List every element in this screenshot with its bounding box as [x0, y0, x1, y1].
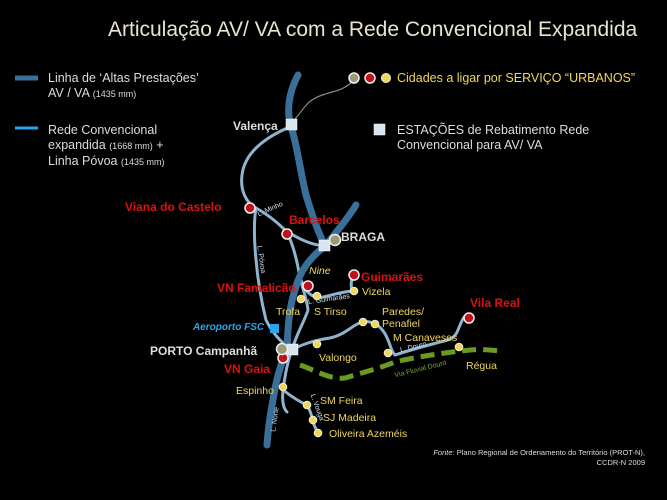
legend-conv-label2: expandida (1668 mm) +	[48, 138, 165, 154]
red-cities	[244, 72, 475, 364]
label-stirso: S Tirso	[314, 306, 347, 318]
label-famalicao: VN Famalicão	[217, 281, 296, 295]
dot-porto	[275, 342, 289, 356]
dot-vilareal	[463, 312, 475, 324]
dot-espinho	[278, 382, 288, 392]
dot-trofa	[296, 294, 306, 304]
label-espinho: Espinho	[236, 385, 274, 397]
legend-station-square	[373, 123, 386, 136]
legend-conv-label1: Rede Convencional	[48, 123, 158, 137]
label-vilareal: Vila Real	[470, 296, 520, 310]
line-vouga	[281, 388, 320, 435]
label-viana: Viana do Castelo	[125, 200, 222, 214]
legend-hs-label: Linha de ‘Altas Prestações’	[48, 71, 199, 85]
source-text: Plano Regional de Ordenamento do Territó…	[456, 448, 645, 457]
dot-vizela	[349, 286, 359, 296]
label-penafiel: Penafiel	[382, 318, 420, 330]
conventional-network	[240, 124, 471, 435]
dot-valongo	[312, 339, 322, 349]
legend-stations: ESTAÇÕES de Rebatimento Rede Convenciona…	[397, 123, 589, 153]
label-smfeira: SM Feira	[320, 395, 363, 407]
label-paredes: Paredes/	[382, 306, 425, 318]
dot-viana	[244, 202, 256, 214]
station-aeroporto	[270, 324, 279, 333]
legend-conv-label3-text: Linha Póvoa	[48, 154, 118, 168]
label-porto: PORTO Campanhã	[150, 344, 258, 358]
dot-stirso	[312, 291, 322, 301]
source-line-1: Fonte: Plano Regional de Ordenamento do …	[433, 448, 645, 458]
label-guimaraes: Guimarães	[361, 270, 424, 284]
legend-dot-red	[364, 72, 376, 84]
station-braga	[318, 239, 331, 252]
label-oliveira: Oliveira Azeméis	[329, 428, 408, 440]
label-sjmadeira: SJ Madeira	[323, 412, 377, 424]
legend-conv: Rede Convencional expandida (1668 mm) + …	[48, 123, 165, 170]
station-valenca	[285, 118, 298, 131]
legend-conv-label3: Linha Póvoa (1435 mm)	[48, 154, 165, 170]
dot-guimaraes	[348, 269, 360, 281]
label-vizela: Vizela	[362, 286, 391, 298]
border-river	[291, 81, 353, 123]
legend-conv-plus: +	[156, 138, 164, 152]
legend-conv-gauge2: (1435 mm)	[121, 157, 165, 167]
legend-dot-yellow	[381, 73, 391, 83]
legend-stations-1: ESTAÇÕES de Rebatimento Rede	[397, 123, 590, 137]
label-regua: Régua	[466, 360, 497, 372]
source-note: Fonte: Plano Regional de Ordenamento do …	[433, 448, 645, 468]
label-valenca: Valença	[233, 119, 278, 133]
dot-mcanaveses	[383, 348, 393, 358]
label-valongo: Valongo	[319, 352, 357, 364]
legend-cities: Cidades a ligar por SERVIÇO “URBANOS”	[397, 71, 636, 85]
stations	[285, 118, 386, 356]
label-mcanaveses: M Canaveses	[393, 332, 458, 344]
label-vngaia: VN Gaia	[224, 362, 271, 376]
dot-paredes1	[358, 317, 368, 327]
line-douro	[290, 314, 471, 357]
grey-cities	[275, 72, 360, 356]
dot-barcelos	[281, 228, 293, 240]
dot-oliveira	[313, 428, 323, 438]
legend-hs-sub: AV / VA (1435 mm)	[48, 86, 199, 102]
legend-conv-label2-text: expandida	[48, 138, 106, 152]
source-line-2: CCDR-N 2009	[596, 458, 645, 467]
legend-hs: Linha de ‘Altas Prestações’ AV / VA (143…	[48, 71, 199, 102]
dot-paredes2	[370, 319, 380, 329]
station-porto	[286, 343, 299, 356]
legend-hs-gauge: (1435 mm)	[92, 89, 137, 99]
dot-famalicao	[302, 280, 314, 292]
label-nine: Nine	[309, 265, 331, 277]
source-label: Fonte:	[433, 448, 455, 457]
label-trofa: Trofa	[276, 306, 301, 318]
legend-dot-grey	[348, 72, 360, 84]
legend-hs-sub-text: AV / VA	[48, 86, 90, 100]
dot-regua	[454, 342, 464, 352]
legend-conv-gauge: (1668 mm)	[109, 141, 153, 151]
dot-braga	[328, 233, 342, 247]
map-title: Articulação AV/ VA com a Rede Convencion…	[108, 18, 638, 41]
label-barcelos: Barcelos	[289, 213, 340, 227]
label-aeroporto: Aeroporto FSC	[193, 322, 265, 333]
yellow-cities	[278, 73, 464, 438]
dot-sjmadeira	[308, 415, 318, 425]
dot-smfeira	[302, 400, 312, 410]
line-povoa	[252, 206, 294, 352]
label-braga: BRAGA	[341, 230, 385, 244]
legend-stations-2: Convencional para AV/ VA	[397, 138, 543, 152]
